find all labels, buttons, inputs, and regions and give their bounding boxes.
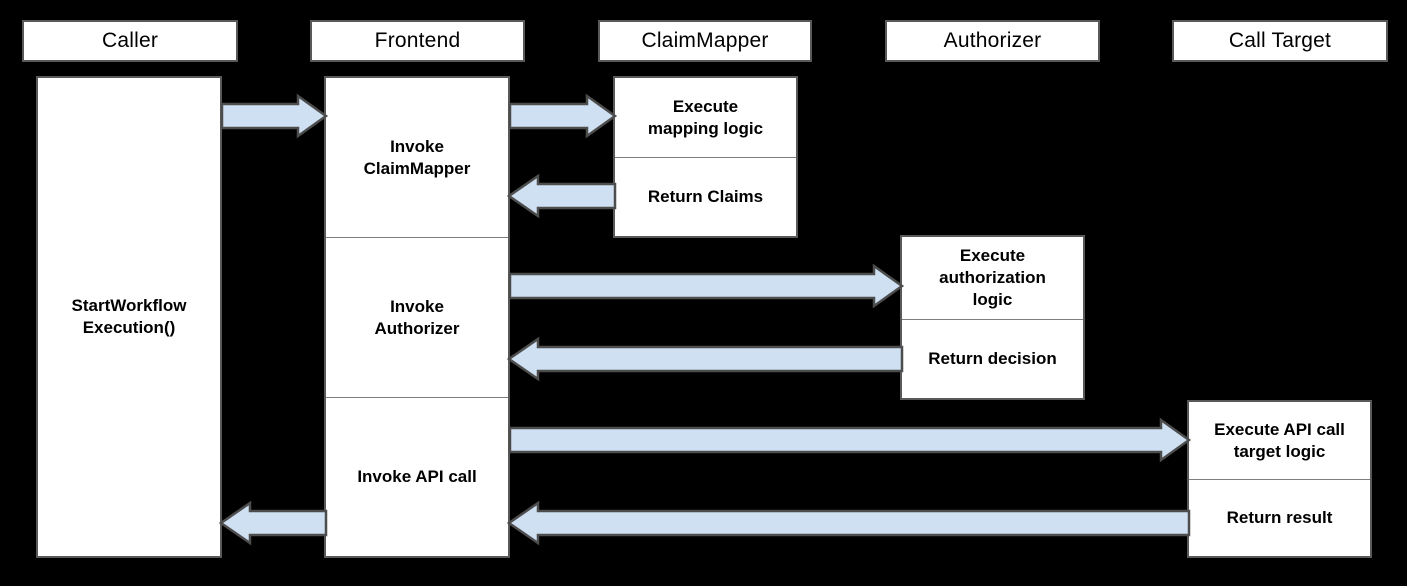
lifeline-header-frontend: Frontend <box>310 20 525 62</box>
activation-authorizer-return-decision: Return decision <box>902 320 1083 398</box>
arrow-frontend-to-claimmapper <box>508 93 618 139</box>
arrow-calltarget-to-frontend <box>506 500 1191 546</box>
lifeline-header-calltarget-label: Call Target <box>1228 29 1332 52</box>
lifeline-header-authorizer: Authorizer <box>885 20 1100 62</box>
lifeline-header-calltarget: Call Target <box>1172 20 1388 62</box>
activation-claimmapper-return-claims: Return Claims <box>615 158 796 236</box>
activation-frontend-invoke-api-call: Invoke API call <box>326 398 508 556</box>
arrow-claimmapper-to-frontend <box>506 173 617 219</box>
arrow-frontend-to-authorizer <box>508 263 905 309</box>
lifeline-header-frontend-label: Frontend <box>374 29 461 52</box>
arrow-frontend-to-calltarget <box>508 417 1192 463</box>
lifeline-header-authorizer-label: Authorizer <box>943 29 1042 52</box>
lifeline-header-caller: Caller <box>22 20 238 62</box>
arrow-authorizer-to-frontend <box>506 336 904 382</box>
activation-calltarget-return-result: Return result <box>1189 480 1370 556</box>
arrow-caller-to-frontend <box>220 93 329 139</box>
arrow-frontend-to-caller <box>218 500 328 546</box>
lifeline-header-claimmapper-label: ClaimMapper <box>641 29 769 52</box>
lifeline-header-claimmapper: ClaimMapper <box>598 20 812 62</box>
lifeline-header-caller-label: Caller <box>101 29 159 52</box>
